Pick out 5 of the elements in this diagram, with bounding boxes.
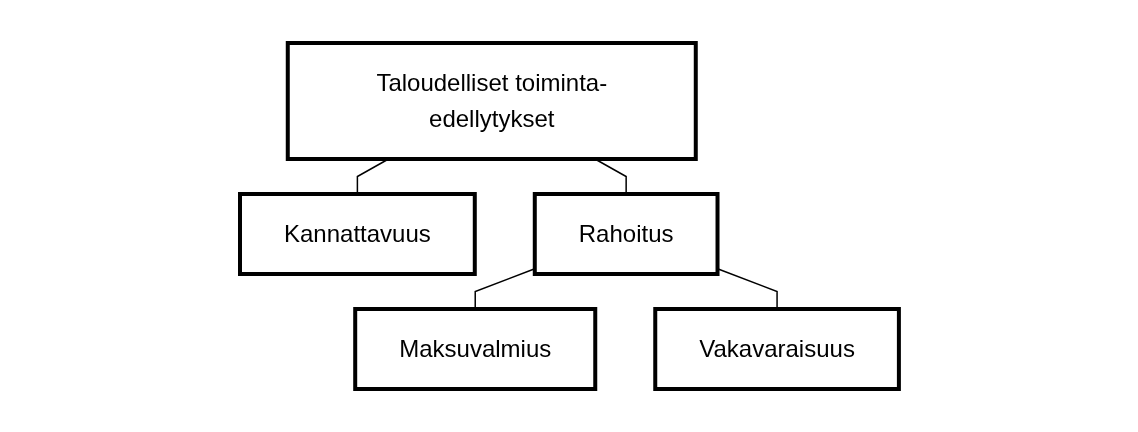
node-box: Kannattavuus: [237, 192, 477, 276]
node-box: Maksuvalmius: [352, 307, 597, 391]
node-box: Rahoitus: [532, 192, 720, 276]
node-box: Taloudelliset toiminta-edellytykset: [285, 41, 698, 161]
node-box: Vakavaraisuus: [652, 307, 901, 391]
